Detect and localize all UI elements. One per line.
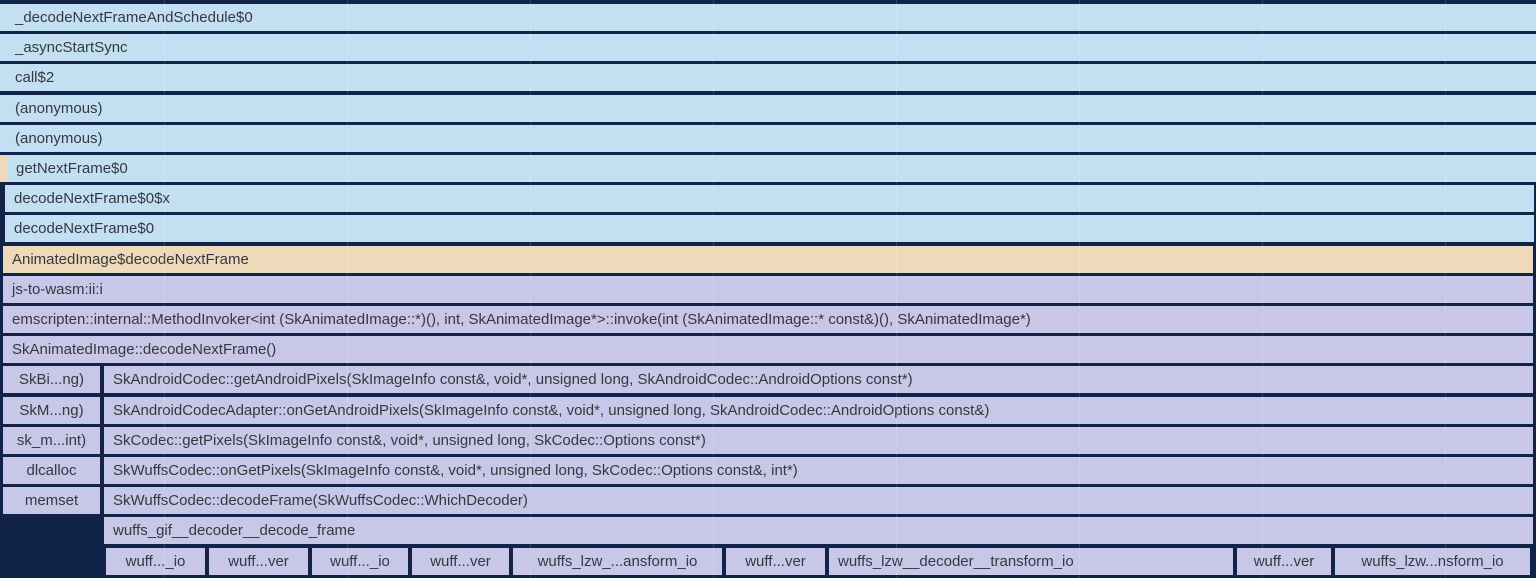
flame-frame[interactable]: sk_m...int) [3, 426, 100, 454]
flame-frame[interactable]: SkM...ng) [3, 396, 100, 424]
flame-row: SkM...ng)SkAndroidCodecAdapter::onGetAnd… [0, 396, 1536, 424]
flame-row: (anonymous) [0, 124, 1536, 152]
flame-row: _asyncStartSync [0, 34, 1536, 62]
flame-frame-sliver[interactable] [0, 155, 9, 182]
flame-frame-sliver[interactable] [0, 34, 9, 62]
flame-frame[interactable]: _decodeNextFrameAndSchedule$0 [6, 4, 1536, 31]
flame-frame[interactable]: SkAndroidCodecAdapter::onGetAndroidPixel… [104, 396, 1533, 424]
flame-frame[interactable]: decodeNextFrame$0 [5, 215, 1534, 243]
flame-frame[interactable]: wuffs_lzw_...ansform_io [513, 547, 722, 575]
flame-row: _decodeNextFrameAndSchedule$0 [0, 4, 1536, 31]
flame-frame[interactable]: memset [3, 487, 100, 515]
flame-frame[interactable]: js-to-wasm:ii:i [3, 275, 1533, 303]
flame-frame[interactable]: dlcalloc [3, 457, 100, 484]
flame-row: (anonymous) [0, 94, 1536, 122]
flame-frame[interactable]: AnimatedImage$decodeNextFrame [3, 245, 1533, 273]
flame-frame-sliver[interactable] [0, 94, 9, 122]
flame-frame[interactable]: SkWuffsCodec::onGetPixels(SkImageInfo co… [104, 457, 1533, 484]
flame-row: decodeNextFrame$0$x [0, 185, 1536, 213]
flame-frame[interactable]: (anonymous) [6, 124, 1536, 152]
flame-row: sk_m...int)SkCodec::getPixels(SkImageInf… [0, 426, 1536, 454]
flame-row: SkAnimatedImage::decodeNextFrame() [0, 336, 1536, 364]
flame-frame[interactable]: decodeNextFrame$0$x [5, 185, 1534, 213]
flame-frame[interactable]: SkWuffsCodec::decodeFrame(SkWuffsCodec::… [104, 487, 1533, 515]
flame-frame-sliver[interactable] [0, 124, 9, 152]
flame-frame[interactable]: getNextFrame$0 [7, 155, 1536, 182]
flame-frame[interactable]: wuff...ver [726, 547, 825, 575]
flame-frame[interactable]: emscripten::internal::MethodInvoker<int … [3, 306, 1533, 333]
flame-frame[interactable]: call$2 [6, 64, 1536, 92]
flame-frame[interactable]: SkCodec::getPixels(SkImageInfo const&, v… [104, 426, 1533, 454]
flame-row: wuffs_gif__decoder__decode_frame [0, 517, 1536, 545]
flame-frame[interactable]: wuff...ver [209, 547, 308, 575]
flame-row: getNextFrame$0 [0, 155, 1536, 182]
flame-frame[interactable]: SkBi...ng) [3, 366, 100, 394]
flame-frame[interactable]: wuff..._io [106, 547, 205, 575]
flame-frame[interactable]: wuff...ver [1237, 547, 1331, 575]
flame-frame[interactable]: SkAnimatedImage::decodeNextFrame() [3, 336, 1533, 364]
flame-frame[interactable]: wuff..._io [312, 547, 408, 575]
flame-frame[interactable]: wuffs_gif__decoder__decode_frame [104, 517, 1533, 545]
flame-frame[interactable]: wuff...ver [412, 547, 509, 575]
flame-frame[interactable]: SkAndroidCodec::getAndroidPixels(SkImage… [104, 366, 1533, 394]
flame-frame[interactable]: (anonymous) [6, 94, 1536, 122]
flame-frame-sliver[interactable] [0, 4, 9, 31]
flame-frame[interactable]: wuffs_lzw__decoder__transform_io [829, 547, 1233, 575]
flame-frame-sliver[interactable] [0, 64, 9, 92]
flame-row: call$2 [0, 64, 1536, 92]
flame-frame[interactable]: wuffs_lzw...nsform_io [1335, 547, 1530, 575]
flame-row: SkBi...ng)SkAndroidCodec::getAndroidPixe… [0, 366, 1536, 394]
flame-row: decodeNextFrame$0 [0, 215, 1536, 243]
flame-row: js-to-wasm:ii:i [0, 275, 1536, 303]
flame-row: AnimatedImage$decodeNextFrame [0, 245, 1536, 273]
flame-row: emscripten::internal::MethodInvoker<int … [0, 306, 1536, 333]
flame-frame[interactable]: _asyncStartSync [6, 34, 1536, 62]
